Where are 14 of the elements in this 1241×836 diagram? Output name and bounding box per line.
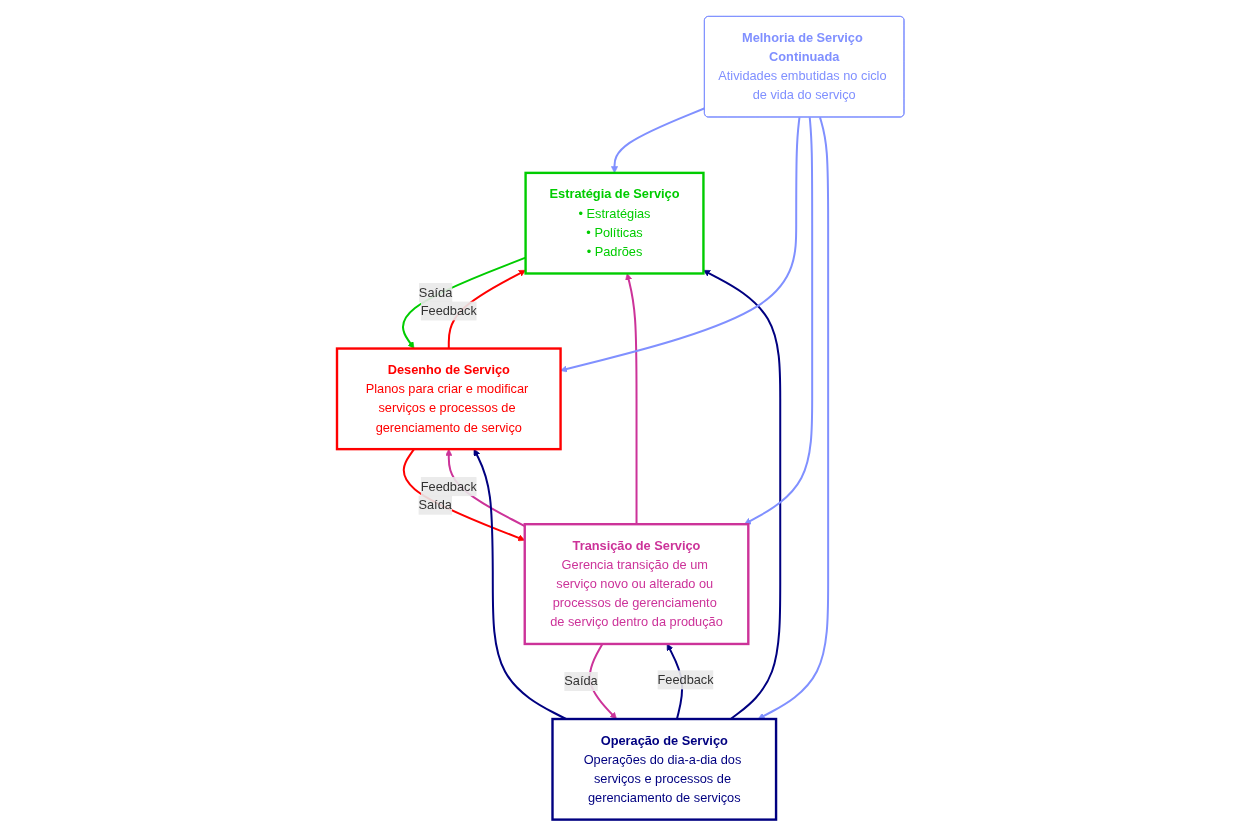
node-box: Desenho de Serviço Planos para criar e modificar serviços e processos de gerenciamento de serviço: [335, 347, 562, 451]
arrow: [744, 116, 814, 525]
edge-label: Feedback: [420, 303, 477, 318]
edge-label: Saída: [418, 497, 452, 512]
node-box: Estratégia de Serviço • Estratégias • Políticas • Padrões: [524, 171, 705, 275]
arrow: [703, 270, 782, 720]
edge-label: Feedback: [657, 672, 714, 687]
node-box: Transição de Serviço Gerencia transição de um serviço novo ou alterado ou processos de gerenciamento de serviço dentro da produção: [523, 523, 750, 646]
edge-label: Saída: [418, 285, 453, 299]
edge-label: Saída: [564, 674, 598, 688]
node-box: Operação de Serviço Operações do dia-a-dia dos serviços e processos de gerenciamento de serviços: [551, 717, 778, 821]
arrow: [757, 116, 830, 720]
arrow: [560, 116, 801, 373]
edge-label: Feedback: [420, 479, 477, 494]
